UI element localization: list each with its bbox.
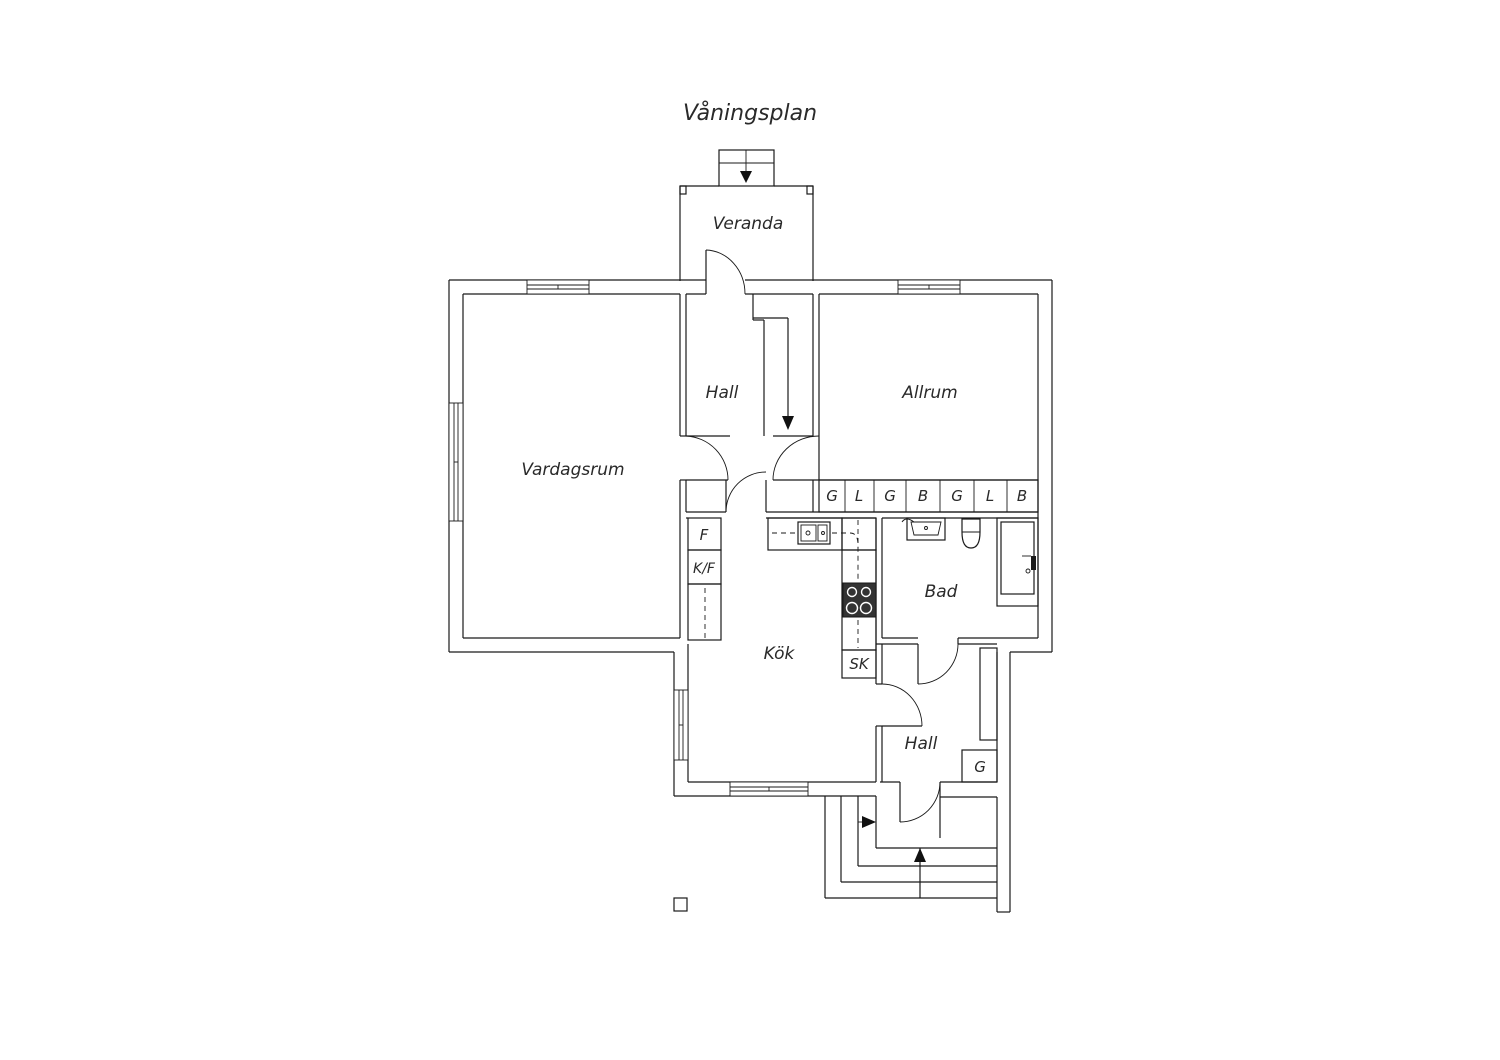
room-labels: Veranda Hall Allrum Vardagsrum Bad Kök H… [521,214,957,754]
storage-row: G L G B G L B [818,479,1039,513]
storage-label: L [986,487,994,505]
room-label-kok: Kök [764,644,796,664]
interior-walls [679,294,1038,782]
storage-label: L [855,487,863,505]
room-label-allrum: Allrum [901,383,957,403]
cabinet-label: SK [849,655,870,673]
fridge-freezer-label: K/F [693,561,716,577]
step-arrow-icon [862,816,876,828]
entry-arrow-icon [740,171,752,183]
windows [448,279,961,797]
outer-walls [448,279,1053,913]
stair-arrow-icon [782,416,794,430]
step-arrow-icon [914,848,926,862]
hall-cabinet-label: G [974,758,986,776]
storage-label: G [884,487,896,505]
room-label-hall-upper: Hall [706,383,739,403]
lower-hall-fixtures: G [961,647,998,783]
sink-icon [797,521,831,545]
storage-label: G [826,487,838,505]
storage-label: B [918,487,928,505]
entrance-steps [824,795,997,899]
storage-label: B [1017,487,1027,505]
bathroom-fixtures [901,517,1039,607]
washbasin-icon [906,517,946,541]
toilet-icon [961,518,981,549]
room-label-vardagsrum: Vardagsrum [521,460,624,480]
room-label-hall-lower: Hall [905,734,938,754]
marker-square [673,897,688,912]
staircase [752,294,794,436]
veranda-structure [679,149,814,281]
plan-title: Våningsplan [683,100,817,126]
storage-label: G [951,487,963,505]
room-label-veranda: Veranda [713,214,783,234]
room-label-bad: Bad [925,582,958,602]
kitchen-fixtures: F K/F SK [687,517,877,679]
fridge-label: F [700,526,709,544]
doors [685,249,959,838]
bathtub-icon [1000,521,1035,595]
